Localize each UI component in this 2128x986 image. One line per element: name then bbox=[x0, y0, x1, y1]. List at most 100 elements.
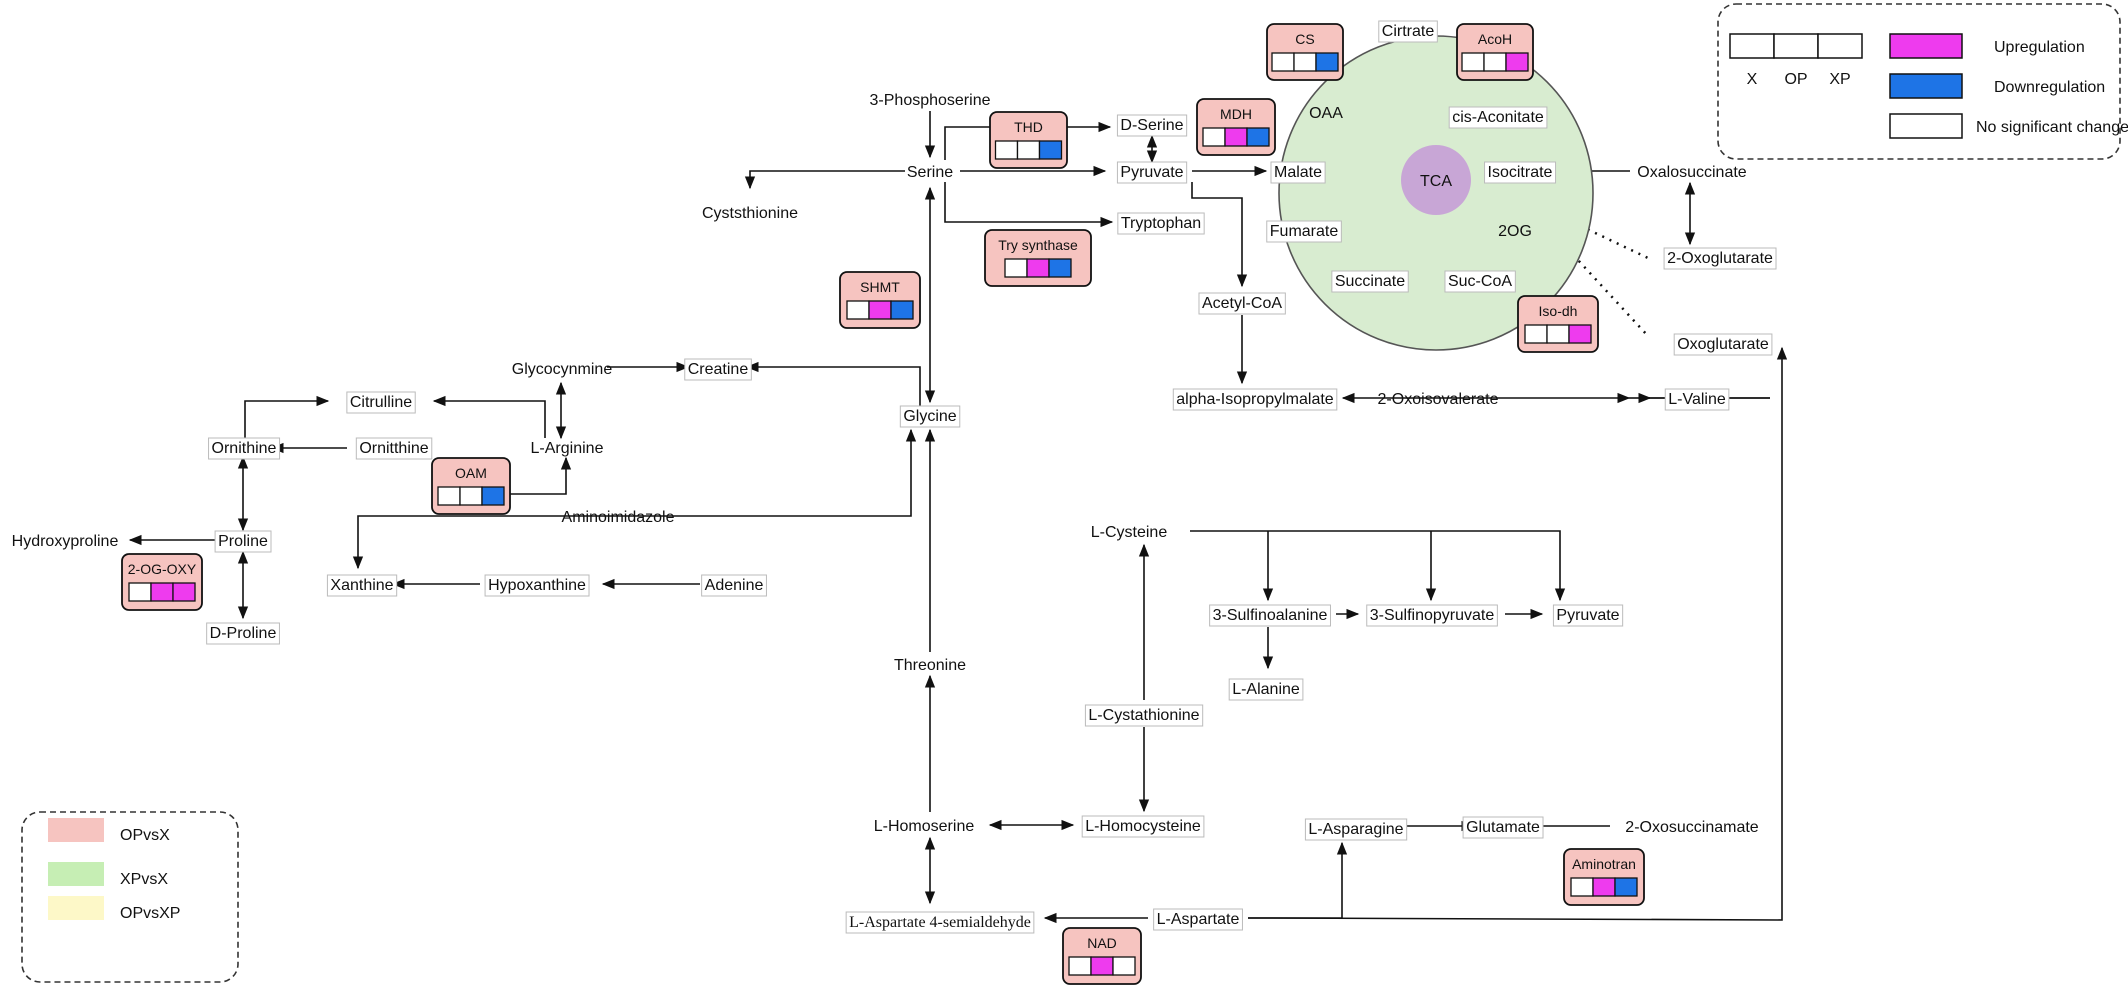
enzyme-state-cell bbox=[890, 300, 914, 320]
tca-member-label: Isocitrate bbox=[1488, 164, 1553, 181]
metabolite-l-cysteine: L-Cysteine bbox=[1091, 524, 1168, 541]
enzyme-state-cell bbox=[1315, 52, 1339, 72]
enzyme-state-cell bbox=[1483, 52, 1507, 72]
metabolite-label: Oxoglutarate bbox=[1677, 336, 1769, 353]
metabolite-ornitthine: Ornitthine bbox=[355, 437, 433, 460]
metabolite-label: 3-Sulfinoalanine bbox=[1213, 607, 1328, 624]
enzyme-label: AcoH bbox=[1478, 31, 1512, 47]
tca-isocitrate: Isocitrate bbox=[1484, 161, 1557, 184]
metabolite-label: Aminoimidazole bbox=[562, 509, 675, 526]
legend-col-xp: XP bbox=[1829, 71, 1850, 88]
metabolite-label: Pyruvate bbox=[1556, 607, 1619, 624]
enzyme-label: SHMT bbox=[860, 279, 900, 295]
metabolite-glutamate: Glutamate bbox=[1462, 816, 1544, 839]
metabolite-serine: Serine bbox=[907, 164, 953, 181]
enzyme-state-cell bbox=[1271, 52, 1295, 72]
metabolite-label: L-Cystathionine bbox=[1088, 707, 1199, 724]
tca-center-label: TCA bbox=[1420, 173, 1452, 190]
metabolite-oxosuccinamate: 2-Oxosuccinamate bbox=[1625, 819, 1758, 836]
metabolite-l-valine: L-Valine bbox=[1664, 388, 1730, 411]
metabolite-label: L-Asparagine bbox=[1308, 821, 1403, 838]
metabolite-label: Glycine bbox=[903, 408, 956, 425]
metabolite-label: L-Homoserine bbox=[874, 818, 975, 835]
enzyme-state-cell bbox=[1293, 52, 1317, 72]
metabolite-l-homocysteine: L-Homocysteine bbox=[1081, 815, 1205, 838]
enzyme-oam: OAM bbox=[431, 457, 511, 515]
metabolite-l-asparagine: L-Asparagine bbox=[1304, 818, 1408, 841]
metabolite-creatine: Creatine bbox=[684, 358, 752, 381]
legend-xpvsx-swatch bbox=[48, 862, 104, 886]
enzyme-state-cell bbox=[172, 582, 196, 602]
metabolite-label: L-Arginine bbox=[531, 440, 604, 457]
metabolite-adenine: Adenine bbox=[701, 574, 767, 597]
legend-up-swatch bbox=[1889, 33, 1963, 59]
metabolite-aminoimidazole: Aminoimidazole bbox=[562, 509, 675, 526]
metabolite-l-cystathionine: L-Cystathionine bbox=[1084, 704, 1204, 727]
enzyme-state-cell bbox=[1112, 956, 1136, 976]
enzyme-label: 2-OG-OXY bbox=[128, 561, 197, 577]
enzyme-state-cell bbox=[128, 582, 152, 602]
metabolite-l-arginine: L-Arginine bbox=[531, 440, 604, 457]
enzyme-thd: THD bbox=[989, 111, 1068, 169]
metabolite-label: 2-Oxosuccinamate bbox=[1625, 819, 1758, 836]
metabolite-label: Serine bbox=[907, 164, 953, 181]
enzyme-state-cell bbox=[437, 486, 461, 506]
enzyme-state-cell bbox=[1246, 127, 1270, 147]
metabolite-label: 3-Sulfinopyruvate bbox=[1370, 607, 1495, 624]
enzyme-label: THD bbox=[1014, 119, 1043, 135]
enzyme-label: CS bbox=[1295, 31, 1314, 47]
enzyme-state-cell bbox=[1461, 52, 1485, 72]
enzyme-state-cell bbox=[1224, 127, 1248, 147]
metabolite-ornithine: Ornithine bbox=[208, 437, 281, 460]
metabolite-tryptophan: Tryptophan bbox=[1117, 212, 1205, 235]
legend-state-cells bbox=[1729, 33, 1863, 59]
tca-citrate: Cirtrate bbox=[1378, 20, 1438, 43]
metabolite-threonine: Threonine bbox=[894, 657, 966, 674]
enzyme-label: NAD bbox=[1087, 935, 1117, 951]
enzyme-state-cell bbox=[459, 486, 483, 506]
metabolite-l-aspartate: L-Aspartate bbox=[1153, 908, 1243, 931]
metabolite-label: Ornitthine bbox=[359, 440, 428, 457]
legend-col-x: X bbox=[1747, 71, 1758, 88]
enzyme-state-cell bbox=[1614, 877, 1638, 897]
metabolite-alpha-ipm: alpha-Isopropylmalate bbox=[1172, 388, 1338, 411]
tca-member-label: Fumarate bbox=[1270, 223, 1339, 240]
legend-up-label: Upregulation bbox=[1994, 39, 2085, 56]
metabolite-oxoglutarate-2: 2-Oxoglutarate bbox=[1663, 247, 1777, 270]
metabolite-label: D-Serine bbox=[1120, 117, 1183, 134]
metabolite-citrulline: Citrulline bbox=[346, 391, 416, 414]
metabolite-xanthine: Xanthine bbox=[326, 574, 398, 597]
metabolite-label: Acetyl-CoA bbox=[1202, 295, 1282, 312]
metabolite-label: Adenine bbox=[705, 577, 764, 594]
enzyme-state-cell bbox=[1592, 877, 1616, 897]
metabolite-proline: Proline bbox=[214, 530, 272, 553]
metabolite-label: Citrulline bbox=[350, 394, 412, 411]
legend-none-label: No significant change bbox=[1976, 119, 2128, 136]
tca-member-label: Succinate bbox=[1335, 273, 1405, 290]
regulation-legend: X OP XP Upregulation Downregulation No s… bbox=[1717, 3, 2128, 160]
metabolite-pyruvate-top: Pyruvate bbox=[1116, 161, 1188, 184]
enzyme-state-cell bbox=[1570, 877, 1594, 897]
tca-member-label: 2OG bbox=[1498, 223, 1532, 240]
tca-oaa: OAA bbox=[1309, 105, 1343, 122]
metabolite-label: Oxalosuccinate bbox=[1637, 164, 1746, 181]
metabolite-l-asp-semialdehyde: L-Aspartate 4-semialdehyde bbox=[845, 911, 1035, 934]
metabolite-label: Hypoxanthine bbox=[488, 577, 586, 594]
metabolite-label: L-Aspartate bbox=[1157, 911, 1240, 928]
metabolite-label: Glutamate bbox=[1466, 819, 1540, 836]
enzyme-state-cell bbox=[868, 300, 892, 320]
metabolite-label: Threonine bbox=[894, 657, 966, 674]
enzyme-acoh: AcoH bbox=[1456, 23, 1534, 81]
tca-member-label: Cirtrate bbox=[1382, 23, 1435, 40]
metabolite-acetyl-coa: Acetyl-CoA bbox=[1198, 292, 1286, 315]
metabolite-pyruvate-bottom: Pyruvate bbox=[1552, 604, 1624, 627]
tca-og2: 2OG bbox=[1498, 223, 1532, 240]
enzyme-state-cell bbox=[1026, 258, 1050, 278]
legend-none-swatch bbox=[1889, 113, 1963, 139]
legend-col-op: OP bbox=[1784, 71, 1807, 88]
metabolite-oxalosuccinate: Oxalosuccinate bbox=[1637, 164, 1746, 181]
metabolite-label: Xanthine bbox=[330, 577, 393, 594]
